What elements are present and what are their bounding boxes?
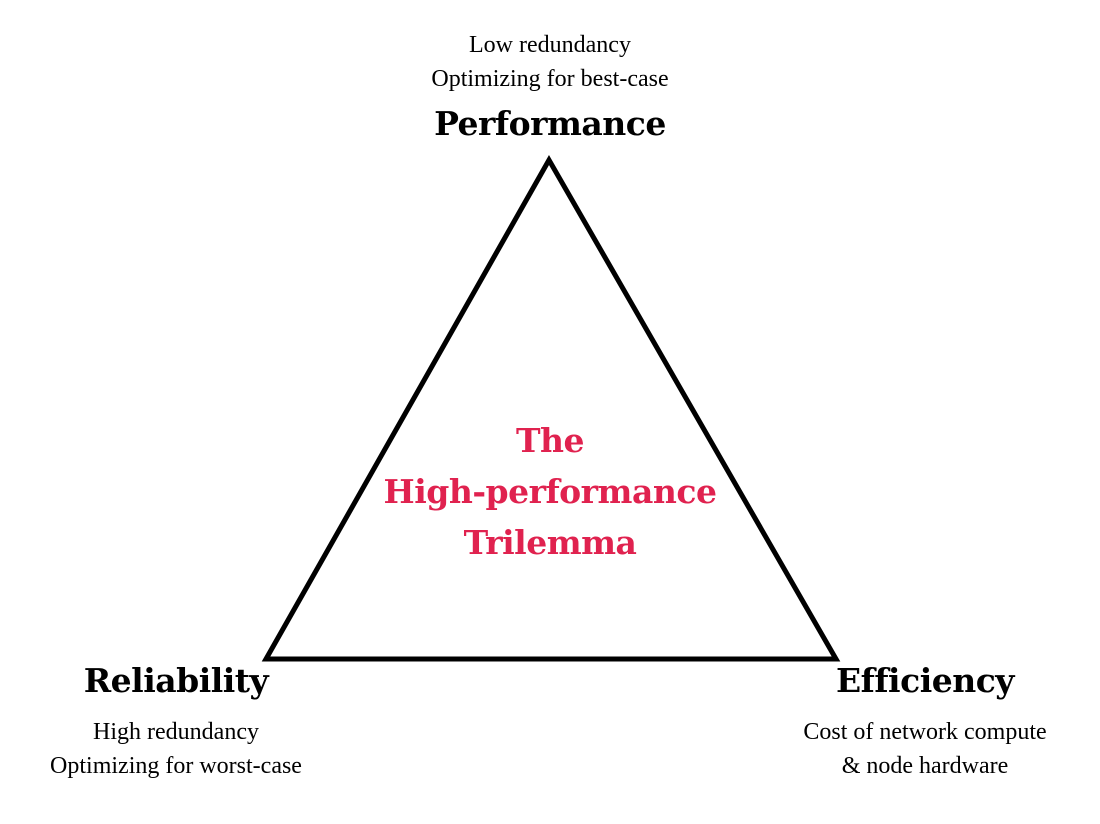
efficiency-description-line-2: & node hardware <box>841 753 1009 779</box>
trilemma-title: The High-performance Trilemma <box>350 415 750 568</box>
reliability-heading: Reliability <box>83 661 269 700</box>
trilemma-title-line-1: The <box>515 421 585 460</box>
reliability-vertex: Reliability High redundancy Optimizing f… <box>0 661 352 783</box>
triangle-outline <box>261 154 841 662</box>
trilemma-title-line-3: Trilemma <box>463 523 637 562</box>
performance-description-line-1: Low redundancy <box>469 32 631 58</box>
trilemma-title-line-2: High-performance <box>383 472 717 511</box>
efficiency-vertex: Efficiency Cost of network compute & nod… <box>760 661 1090 783</box>
reliability-description-line-1: High redundancy <box>93 719 259 745</box>
efficiency-heading: Efficiency <box>836 661 1014 700</box>
performance-description-line-2: Optimizing for best-case <box>431 66 669 92</box>
performance-heading: Performance <box>434 104 666 143</box>
efficiency-description-line-1: Cost of network compute <box>803 719 1047 745</box>
performance-vertex: Low redundancy Optimizing for best-case … <box>350 28 750 144</box>
reliability-description-line-2: Optimizing for worst-case <box>50 753 302 779</box>
